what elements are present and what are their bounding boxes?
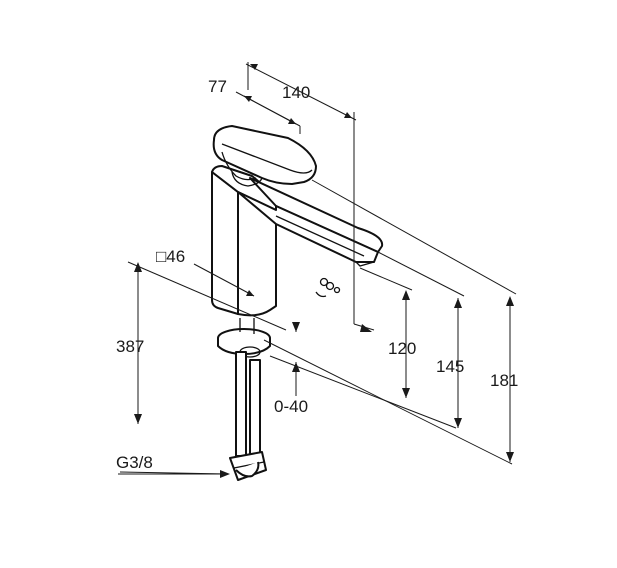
dim-387-label: 387 — [116, 337, 144, 356]
dimension-120: 120 — [353, 267, 416, 398]
mixer-temperature-symbol — [315, 277, 341, 298]
dim-140-label: 140 — [282, 83, 310, 102]
dimension-145: 145 — [377, 251, 464, 428]
dimension-140: 140 — [245, 62, 357, 121]
dim-g38-label: G3/8 — [116, 453, 153, 472]
faucet-outline — [211, 125, 384, 481]
dim-181-label: 181 — [490, 371, 518, 390]
dimension-181: 181 — [311, 179, 518, 462]
dimension-387: 387 — [116, 261, 287, 475]
base-extension-line-2 — [269, 355, 457, 429]
dim-46-label: □46 — [156, 247, 185, 266]
dimension-g38: G3/8 — [116, 453, 230, 478]
dim-120-label: 120 — [388, 339, 416, 358]
dimension-0-40: 0-40 — [274, 322, 308, 416]
dim-77-label: 77 — [208, 77, 227, 96]
dimension-46: □46 — [156, 247, 255, 297]
dimension-77: 77 — [208, 77, 301, 134]
dim-145-label: 145 — [436, 357, 464, 376]
dim-0-40-label: 0-40 — [274, 397, 308, 416]
